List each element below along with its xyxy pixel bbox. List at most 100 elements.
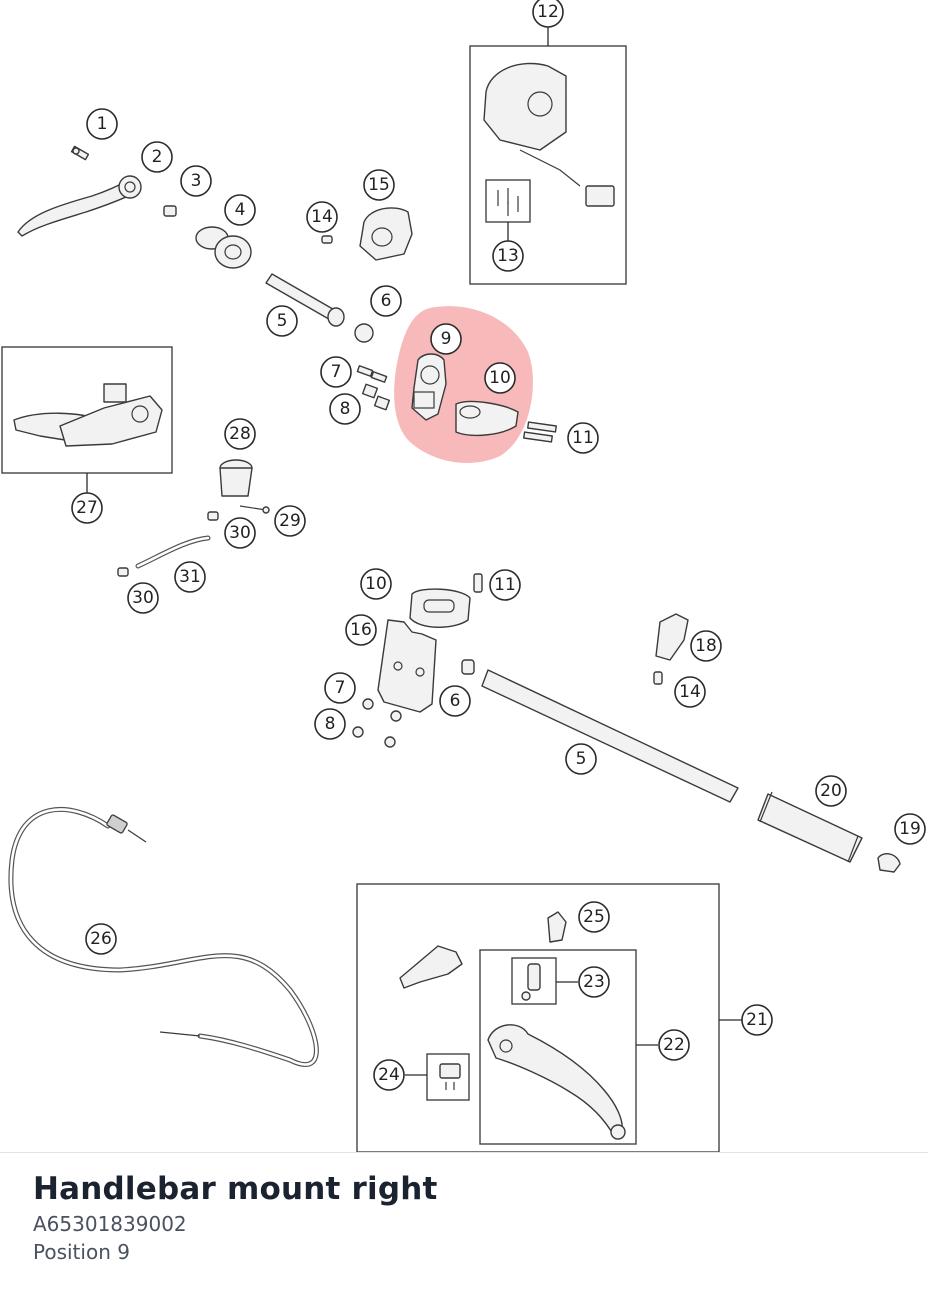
ring-part-6-lower <box>461 659 475 675</box>
part-number: A65301839002 <box>33 1212 187 1236</box>
callout-14-lower[interactable]: 14 <box>674 676 706 708</box>
callout-15[interactable]: 15 <box>363 169 395 201</box>
svg-text:30: 30 <box>229 523 251 543</box>
callout-30-lower[interactable]: 30 <box>127 582 159 614</box>
callout-10-lower[interactable]: 10 <box>360 568 392 600</box>
callout-25[interactable]: 25 <box>578 901 610 933</box>
svg-text:21: 21 <box>746 1010 768 1030</box>
callout-7-lower[interactable]: 7 <box>324 672 356 704</box>
callout-27[interactable]: 27 <box>71 492 103 524</box>
callout-2[interactable]: 2 <box>141 141 173 173</box>
svg-text:26: 26 <box>90 929 112 949</box>
lever-kit-frame <box>479 949 637 1145</box>
bolts-part-8-upper <box>361 383 391 411</box>
callout-6[interactable]: 6 <box>370 285 402 317</box>
svg-text:6: 6 <box>381 291 392 311</box>
callout-20[interactable]: 20 <box>815 775 847 807</box>
pin-part-14-upper <box>321 235 333 244</box>
svg-text:15: 15 <box>368 175 390 195</box>
callout-11[interactable]: 11 <box>567 422 599 454</box>
clutch-lever-part-2 <box>17 175 142 237</box>
callout-13[interactable]: 13 <box>492 240 524 272</box>
callout-9-selected[interactable]: 9 <box>430 323 462 355</box>
svg-text:14: 14 <box>311 207 333 227</box>
callout-18[interactable]: 18 <box>690 630 722 662</box>
callout-5[interactable]: 5 <box>266 305 298 337</box>
master-cylinder-part-27 <box>13 383 163 447</box>
part-position: Position 9 <box>33 1240 130 1264</box>
clip-part-30-lower <box>117 567 129 577</box>
svg-text:11: 11 <box>572 428 594 448</box>
callout-5-lower[interactable]: 5 <box>565 743 597 775</box>
clamp-part-24 <box>439 1063 461 1090</box>
callout-24[interactable]: 24 <box>373 1059 405 1091</box>
screws-part-13 <box>497 188 519 216</box>
callout-11-lower[interactable]: 11 <box>489 569 521 601</box>
clamp-part-10-lower <box>409 588 471 628</box>
lever-bracket <box>399 945 463 989</box>
callout-7[interactable]: 7 <box>320 356 352 388</box>
clamp-set-frame <box>426 1053 470 1101</box>
svg-text:14: 14 <box>679 682 701 702</box>
bolt-part-1 <box>70 145 90 161</box>
svg-text:27: 27 <box>76 498 98 518</box>
callout-29[interactable]: 29 <box>274 505 306 537</box>
callout-4[interactable]: 4 <box>224 194 256 226</box>
svg-text:9: 9 <box>441 329 452 349</box>
ring-part-6-upper <box>354 323 374 343</box>
handlebar-tube-part-5-upper <box>265 273 345 327</box>
switch-housing-part-12 <box>483 62 615 207</box>
callout-23[interactable]: 23 <box>578 966 610 998</box>
pin-part-14-lower <box>653 671 663 685</box>
svg-text:11: 11 <box>494 575 516 595</box>
nuts-part-8-lower <box>352 726 396 748</box>
reservoir-part-28 <box>219 459 253 497</box>
callout-26[interactable]: 26 <box>85 923 117 955</box>
nut-part-3 <box>163 205 177 217</box>
svg-text:16: 16 <box>350 620 372 640</box>
callout-19[interactable]: 19 <box>894 813 926 845</box>
svg-text:10: 10 <box>489 368 511 388</box>
throttle-part-18 <box>655 613 689 661</box>
bushing-ring-part-4 <box>195 226 252 269</box>
callout-10[interactable]: 10 <box>484 362 516 394</box>
callout-8[interactable]: 8 <box>329 393 361 425</box>
callout-28[interactable]: 28 <box>224 418 256 450</box>
adjuster-set-frame <box>511 957 557 1005</box>
svg-text:29: 29 <box>279 511 301 531</box>
callout-22[interactable]: 22 <box>658 1029 690 1061</box>
clamp-part-10-upper <box>455 400 519 437</box>
screw-part-29 <box>239 505 270 514</box>
callout-14[interactable]: 14 <box>306 201 338 233</box>
svg-text:8: 8 <box>340 399 351 419</box>
callout-21[interactable]: 21 <box>741 1004 773 1036</box>
svg-text:2: 2 <box>152 147 163 167</box>
callout-31[interactable]: 31 <box>174 561 206 593</box>
svg-text:7: 7 <box>335 678 346 698</box>
adjuster-part-25 <box>547 911 567 943</box>
svg-text:4: 4 <box>235 200 246 220</box>
callout-30-upper[interactable]: 30 <box>224 517 256 549</box>
svg-text:12: 12 <box>537 2 559 22</box>
brake-lever-part-22 <box>487 1024 626 1140</box>
handlebar-tube-part-5-lower <box>481 669 739 803</box>
callout-16[interactable]: 16 <box>345 614 377 646</box>
callout-6-lower[interactable]: 6 <box>439 685 471 717</box>
hose-part-31 <box>135 535 211 569</box>
clutch-cable-part-26 <box>8 806 319 1068</box>
callout-12[interactable]: 12 <box>532 0 564 28</box>
bolt-part-11-lower <box>473 573 483 593</box>
callout-1[interactable]: 1 <box>86 108 118 140</box>
svg-text:5: 5 <box>277 311 288 331</box>
end-cap-part-19 <box>877 853 901 873</box>
clamp-part-9 <box>411 353 447 421</box>
adjuster-part-23 <box>521 963 541 1001</box>
svg-text:28: 28 <box>229 424 251 444</box>
nuts-part-7-lower <box>362 698 402 722</box>
svg-text:10: 10 <box>365 574 387 594</box>
bolts-part-11-upper <box>523 421 557 443</box>
svg-text:31: 31 <box>179 567 201 587</box>
clamp-part-16 <box>377 619 437 713</box>
callout-3[interactable]: 3 <box>180 165 212 197</box>
callout-8-lower[interactable]: 8 <box>314 708 346 740</box>
